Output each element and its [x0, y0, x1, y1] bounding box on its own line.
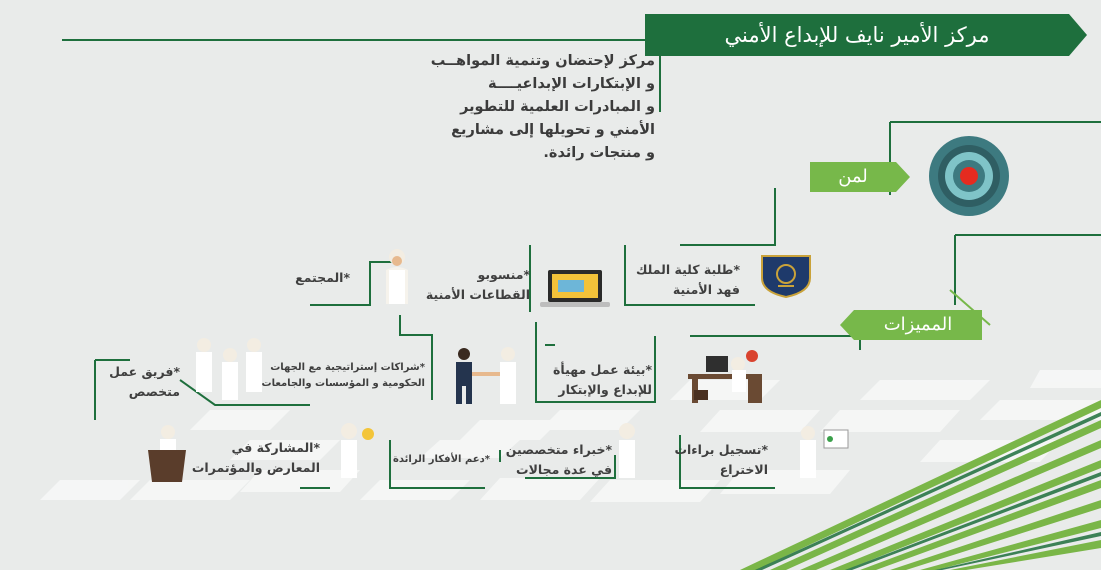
- feature-item: *دعم الأفكار الرائدة: [390, 452, 490, 468]
- for-whom-tag: لمن: [810, 162, 896, 192]
- office-desk-icon: [688, 350, 762, 403]
- target-icon: [929, 136, 1009, 216]
- features-tag-arrow: [840, 310, 854, 340]
- feature-item-line1: *خبراء متخصصين: [505, 442, 612, 457]
- feature-item-line1: *شراكات إستراتيجية مع الجهات: [270, 362, 425, 373]
- person-icon: [619, 423, 635, 478]
- feature-item-line1: *فريق عمل: [109, 364, 180, 379]
- handshake-icon: [456, 347, 516, 404]
- feature-item-line1: *دعم الأفكار الرائدة: [392, 454, 490, 465]
- feature-item: *فريق عمل متخصص: [109, 362, 180, 402]
- person-icon: [386, 249, 408, 304]
- academy-emblem-icon: [761, 255, 811, 298]
- feature-item-line1: *تسجيل براءات: [674, 442, 768, 457]
- lightbulb-icon: [341, 423, 374, 478]
- intro-text: مركز لإحتضان وتنمية المواهــب و الإبتكار…: [420, 50, 655, 165]
- for-whom-item-line1: *طلبة كلية الملك: [636, 262, 740, 277]
- feature-item-line2: الحكومية و المؤسسات والجامعات: [261, 378, 425, 389]
- feature-item-line2: المعارض والمؤتمرات: [191, 460, 320, 475]
- for-whom-item: *المجتمع: [270, 268, 350, 288]
- for-whom-item: *منسوبو القطاعات الأمنية: [418, 265, 530, 305]
- features-tag: المميزات: [854, 310, 982, 340]
- for-whom-item-line2: فهد الأمنية: [672, 282, 740, 297]
- for-whom-item-line1: *منسوبو: [477, 267, 530, 282]
- title-arrow: [1069, 14, 1087, 56]
- team-icon: [196, 338, 262, 400]
- intro-line: مركز لإحتضان وتنمية المواهــب و الإبتكار…: [430, 53, 655, 92]
- intro-line: و المبادرات العلمية للتطوير الأمني و تحو…: [451, 99, 655, 138]
- feature-item: *شراكات إستراتيجية مع الجهات الحكومية و …: [261, 360, 425, 392]
- feature-item-line2: في عدة مجالات: [516, 462, 612, 477]
- feature-item: *بيئة عمل مهيأة للإبداع والإبتكار: [540, 360, 652, 400]
- feature-item-line1: *بيئة عمل مهيأة: [553, 362, 652, 377]
- for-whom-item: *طلبة كلية الملك فهد الأمنية: [620, 260, 740, 300]
- feature-item: *خبراء متخصصين في عدة مجالات: [500, 440, 612, 480]
- feature-item: *المشاركة في المعارض والمؤتمرات: [191, 438, 320, 478]
- laptop-icon: [540, 270, 610, 307]
- feature-item-line1: *المشاركة في: [231, 440, 320, 455]
- for-whom-item-line1: *المجتمع: [295, 270, 350, 285]
- intro-line: و منتجات رائدة.: [543, 145, 655, 161]
- feature-item-line2: متخصص: [128, 384, 180, 399]
- feature-item: *تسجيل براءات الاختراع: [674, 440, 768, 480]
- certificate-icon: [800, 426, 849, 478]
- page-title: مركز الأمير نايف للإبداع الأمني: [645, 14, 1069, 56]
- podium-icon: [148, 425, 186, 482]
- for-whom-item-line2: القطاعات الأمنية: [425, 287, 530, 302]
- feature-item-line2: الاختراع: [719, 462, 768, 477]
- feature-item-line2: للإبداع والإبتكار: [558, 382, 652, 397]
- for-whom-tag-arrow: [896, 162, 910, 192]
